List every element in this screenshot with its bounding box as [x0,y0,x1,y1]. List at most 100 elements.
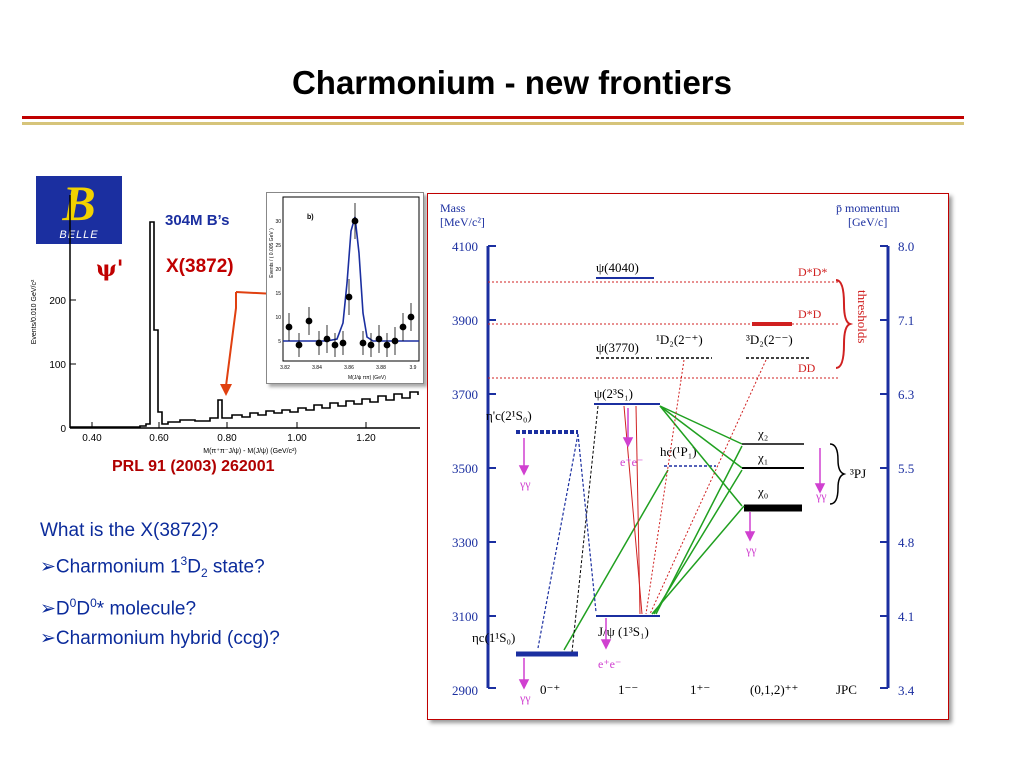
threshold-label: D*D [798,307,822,321]
pj-brace [829,443,847,505]
bullet-text: 0 [69,596,77,611]
mass-tick-label: 3300 [452,535,478,550]
mass-tick-label: 3500 [452,461,478,476]
momentum-tick-label: 4.8 [898,535,914,550]
inset-x-tick-label: 3.9 [410,365,417,371]
inset-y-tick-label: 30 [275,219,281,225]
inset-fit-svg: b) Events / ( 0.005 GeV ) 5 10 15 20 25 … [269,196,420,381]
inset-y-axis-title: Events / ( 0.005 GeV ) [269,228,275,278]
mass-axis-title: Mass [440,201,466,215]
inset-y-tick-label: 15 [275,291,281,297]
mass-tick-label: 3700 [452,387,478,402]
bullet-text: 3 [180,554,188,568]
question-heading: What is the X(3872)? [40,520,219,541]
jpc-label: 1⁻⁻ [618,682,638,697]
state-label-psi2s: ψ(2³S₁) [594,386,633,401]
decay-label-gg: γγ [519,477,531,491]
momentum-tick-label: 8.0 [898,239,914,254]
spectrum-x-tick-label: 0.60 [149,433,169,444]
belle-logo-text: BELLE [59,229,99,241]
state-label-psi3770: ψ(3770) [596,340,639,355]
x3872-arrowhead [220,384,232,396]
bullet-text: state? [207,556,265,578]
question-block: What is the X(3872)? ➢Charmonium 13D2 st… [40,516,280,654]
spectrum-histogram [70,221,419,428]
psi-prime-label: ψ' [96,256,124,282]
inset-x-tick-label: 3.88 [376,365,386,371]
state-label-etac2s: η'c(2¹S₀) [486,408,532,423]
inset-x-tick-label: 3.84 [312,365,322,371]
state-label-etac: ηc(1¹S₀) [472,630,515,645]
inset-fit-plot: b) Events / ( 0.005 GeV ) 5 10 15 20 25 … [266,192,424,384]
thresholds-label: thresholds [855,290,870,343]
state-label-pj: ³PJ [850,466,866,481]
charmonium-level-diagram: Mass [MeV/c²] p̄ momentum [GeV/c] 4100 3… [427,193,949,720]
inset-fit-curve [283,216,419,342]
spectrum-x-axis-title: M(π⁺π⁻J/ψ) - M(J/ψ) (GeV/c²) [203,448,297,455]
state-label-psi4040: ψ(4040) [596,260,639,275]
level-diagram-svg: Mass [MeV/c²] p̄ momentum [GeV/c] 4100 3… [440,201,915,705]
decay-label-gg: γγ [519,691,531,705]
decay-label-gg: γγ [815,489,827,503]
slide-title: Charmonium - new frontiers [291,64,733,101]
mass-tick-label: 2900 [452,683,478,698]
bullet-text: * molecule? [96,598,197,620]
bullet-text: D [187,556,201,578]
spectrum-y-tick-label: 0 [60,424,66,435]
spectrum-x-tick-label: 0.80 [217,433,237,444]
momentum-tick-label: 5.5 [898,461,914,476]
bullet-text: Charmonium hybrid (ccg)? [55,628,280,650]
bullet-text: D [76,598,91,620]
jpc-label: 1⁺⁻ [690,682,710,697]
inset-y-tick-label: 20 [275,267,281,273]
title-underline-red [22,116,964,119]
x3872-label: X(3872) [166,256,234,277]
stats-label: 304M B’s [165,212,230,229]
state-label-hc: hc(¹P₁) [660,444,697,459]
bullet-text: 0 [90,596,97,611]
decay-label-ee: e⁺e⁻ [598,657,621,671]
arrow-bullet-icon: ➢ [40,556,56,578]
bullet-text: Charmonium 1 [55,556,181,578]
decay-arrows [518,408,826,690]
question-bullet: ➢D0D0* molecule? [40,588,280,624]
state-label-chi2: χ₂ [757,426,768,441]
momentum-tick-label: 7.1 [898,313,914,328]
inset-x-tick-label: 3.86 [344,365,354,371]
inset-panel-label: b) [307,214,314,221]
state-label-chi1: χ₁ [757,450,768,465]
jpc-label: 0⁻⁺ [540,682,560,697]
mass-tick-label: 4100 [452,239,478,254]
question-bullet: ➢Charmonium 13D2 state? [40,546,280,588]
inset-data-points [285,203,415,357]
belle-logo-letter: B [62,175,96,231]
spectrum-y-tick-label: 100 [49,360,66,371]
inset-x-axis-title: M(J/ψ ππ) (GeV) [348,375,386,381]
spectrum-x-tick-label: 1.00 [287,433,307,444]
momentum-tick-label: 3.4 [898,683,915,698]
spectrum-y-tick-label: 200 [49,296,66,307]
radiative-transitions [563,405,745,651]
inset-y-tick-label: 5 [278,339,281,345]
black-dashed-transitions [571,405,599,653]
inset-y-tick-label: 25 [275,243,281,249]
state-label-chi0: χ₀ [757,484,768,499]
inset-y-tick-label: 10 [275,315,281,321]
x3872-arrow-spectrum [225,292,237,387]
question-bullet: ➢Charmonium hybrid (ccg)? [40,624,280,654]
decay-label-ee: e⁺e⁻ [620,455,643,469]
state-label-1d2: ¹D₂(2⁻⁺) [656,332,703,347]
mass-axis-title-unit: [MeV/c²] [440,215,485,229]
jpc-label: (0,1,2)⁺⁺ [750,682,798,697]
momentum-tick-label: 6.3 [898,387,914,402]
state-label-jpsi: J/ψ (1³S₁) [598,624,649,639]
arrow-bullet-icon: ➢ [40,598,56,620]
mass-tick-label: 3100 [452,609,478,624]
red-transitions [623,359,767,615]
threshold-label: D*D* [798,265,827,279]
belle-logo: B BELLE [36,175,122,244]
inset-x-tick-label: 3.82 [280,365,290,371]
threshold-label: DD [798,361,816,375]
jpc-label: JPC [836,682,857,697]
reference-citation: PRL 91 (2003) 262001 [112,458,275,475]
